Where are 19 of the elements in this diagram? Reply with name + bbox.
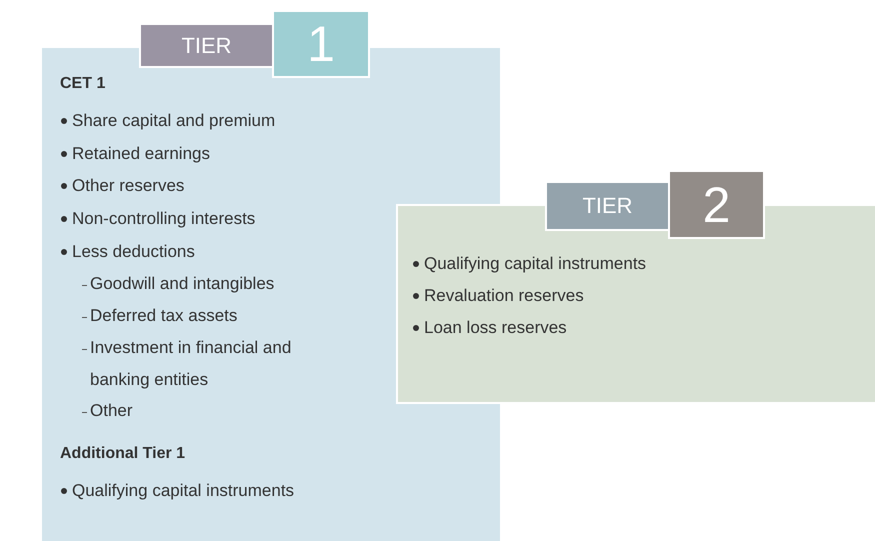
tier-tab: TIER (139, 23, 274, 68)
tier-number-tab: 2 (668, 170, 765, 239)
tier-number-tab: 1 (272, 10, 370, 78)
list-item: Deferred tax assets (90, 305, 238, 327)
list-item: Qualifying capital instruments (424, 253, 646, 275)
section-heading: Additional Tier 1 (60, 444, 186, 464)
list-item: Share capital and premium (72, 110, 276, 132)
list-item: Qualifying capital instruments (72, 480, 294, 502)
list-item: Goodwill and intangibles (90, 273, 274, 295)
tier-tab: TIER (545, 181, 670, 231)
section-heading: CET 1 (60, 74, 106, 94)
list-item: Loan loss reserves (424, 317, 567, 339)
list-item: Other reserves (72, 175, 184, 197)
list-item: Other (90, 400, 133, 422)
list-item: Less deductions (72, 241, 195, 263)
list-item: Retained earnings (72, 143, 210, 165)
list-item: Revaluation reserves (424, 285, 584, 307)
list-item: Investment in financial and banking entities (90, 337, 292, 391)
list-item: Non-controlling interests (72, 208, 256, 230)
